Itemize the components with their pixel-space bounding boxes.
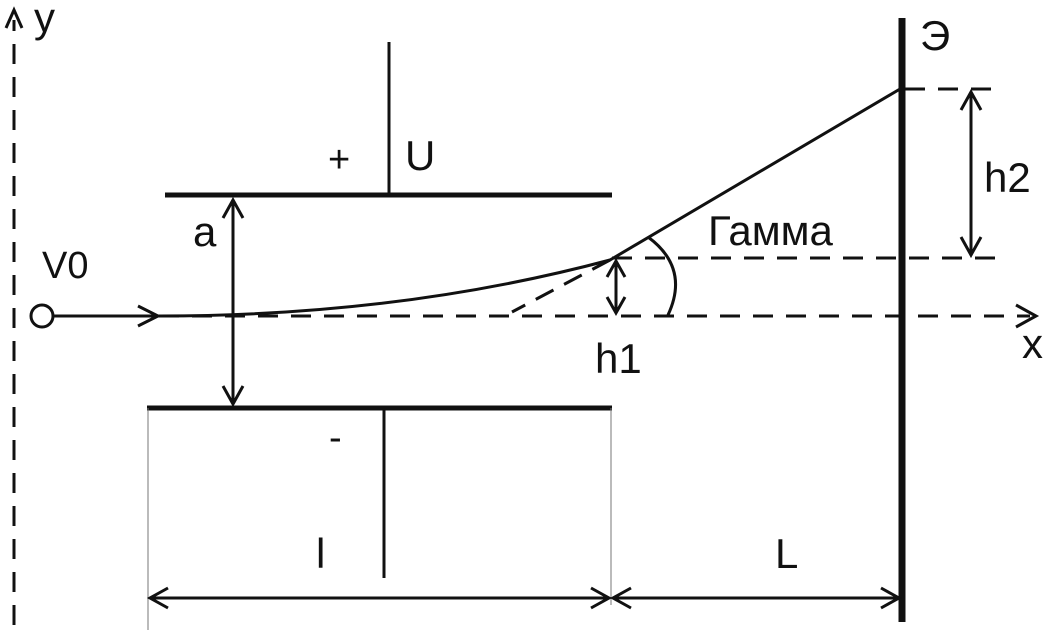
x-axis-arrowhead	[1015, 303, 1040, 329]
screen-distance-arrow-left	[609, 586, 632, 610]
screen-label: Э	[920, 12, 950, 59]
screen-distance-label: L	[775, 530, 798, 577]
plus-sign: +	[328, 139, 350, 181]
plate-length-label: l	[316, 530, 325, 577]
voltage-label: U	[405, 132, 435, 179]
velocity-label: V0	[42, 245, 88, 287]
angle-label: Гамма	[708, 207, 833, 254]
plate-gap-arrow-top	[221, 196, 245, 219]
plate-length-arrow-left	[146, 586, 169, 610]
h1-label: h1	[595, 335, 642, 382]
velocity-arrowhead	[137, 304, 162, 328]
plate-gap-arrow-bottom	[221, 385, 245, 408]
h1-arrow-top	[605, 257, 627, 278]
h2-label: h2	[984, 154, 1031, 201]
minus-sign: -	[329, 417, 342, 459]
tangent-extension	[511, 258, 611, 314]
h2-arrow-bottom	[959, 236, 983, 259]
angle-arc	[647, 235, 677, 316]
screen-distance-arrow-right	[880, 586, 903, 610]
particle-trajectory	[159, 87, 901, 318]
y-axis-label: y	[34, 0, 55, 41]
particle-source-circle	[29, 303, 55, 329]
plate-gap-label: a	[193, 208, 217, 255]
h2-arrow-top	[959, 88, 983, 111]
x-axis-label: x	[1022, 320, 1043, 367]
plate-length-arrow-right	[590, 586, 613, 610]
h1-arrow-bottom	[605, 296, 627, 317]
y-axis-arrowhead	[4, 6, 24, 29]
